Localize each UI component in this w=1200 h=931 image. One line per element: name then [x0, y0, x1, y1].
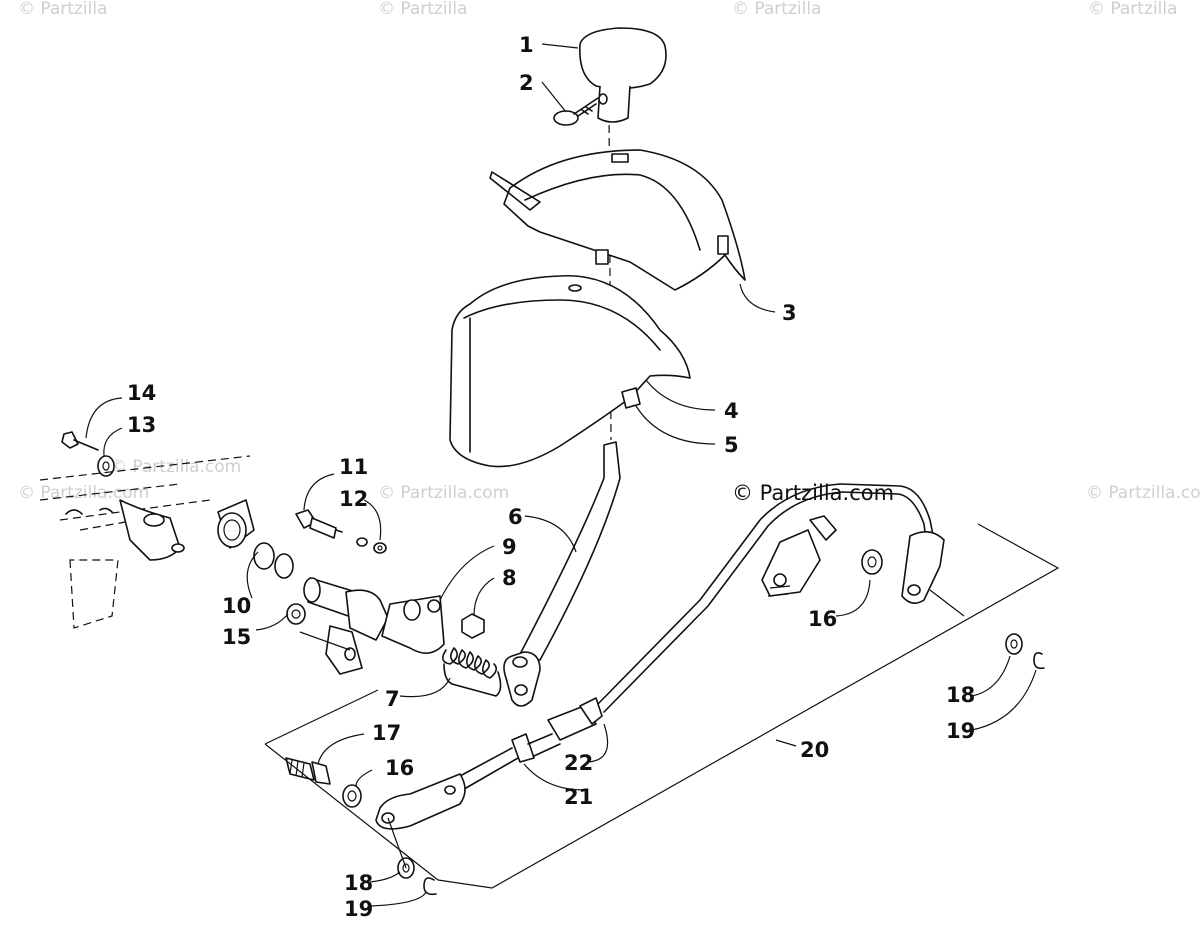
- callout-12: 12: [339, 487, 368, 511]
- shift-knob: [579, 27, 667, 123]
- spring: [442, 647, 502, 697]
- callout-19-left: 19: [344, 897, 373, 921]
- pivot-shaft-assembly: [303, 577, 445, 675]
- callout-20: 20: [800, 738, 829, 762]
- callout-10: 10: [222, 594, 251, 618]
- callout-5: 5: [724, 433, 739, 457]
- nut: [461, 613, 485, 639]
- bushing-16-right: [861, 549, 883, 575]
- callout-1: 1: [519, 33, 534, 57]
- boot-cover-upper: [489, 149, 746, 291]
- e-clip-19-right: [1033, 652, 1045, 670]
- frame-bracket: [39, 455, 251, 629]
- watermark: © Partzilla.com: [110, 457, 241, 477]
- callout-7: 7: [385, 687, 400, 711]
- callout-3: 3: [782, 301, 797, 325]
- nut-15: [286, 603, 306, 625]
- washer-18-right: [1005, 633, 1023, 655]
- callout-11: 11: [339, 455, 368, 479]
- callout-16-right: 16: [808, 607, 837, 631]
- callout-18-left: 18: [344, 871, 373, 895]
- washer: [97, 455, 115, 477]
- callout-17: 17: [372, 721, 401, 745]
- watermark: © Partzilla: [1088, 0, 1177, 19]
- washer-pair: [356, 537, 387, 554]
- watermark: © Partzilla: [378, 0, 467, 19]
- rod-end: [375, 747, 519, 830]
- leader-lines: [85, 43, 1037, 907]
- callout-4: 4: [724, 399, 739, 423]
- boot-cover-lower: [449, 274, 691, 468]
- jam-nut: [511, 733, 561, 763]
- bushing: [621, 387, 641, 409]
- watermark: © Partzilla.com: [378, 483, 509, 503]
- ball-joint: [761, 515, 837, 597]
- pivot-tube: [217, 499, 255, 549]
- assembly-outline: [264, 523, 1060, 889]
- callout-16-left: 16: [385, 756, 414, 780]
- pivot-bolt: [295, 509, 343, 539]
- callout-21: 21: [564, 785, 593, 809]
- callout-15: 15: [222, 625, 251, 649]
- callout-9: 9: [502, 535, 517, 559]
- callout-2: 2: [519, 71, 534, 95]
- shift-rod: [595, 483, 945, 713]
- callout-18-right: 18: [946, 683, 975, 707]
- e-clip-19-left: [423, 877, 437, 896]
- watermark: © Partzilla: [18, 0, 107, 19]
- callout-6: 6: [508, 505, 523, 529]
- watermark: © Partzilla: [732, 0, 821, 19]
- bolt: [61, 431, 99, 451]
- bushing-16-left: [342, 784, 362, 808]
- callout-14: 14: [127, 381, 156, 405]
- o-rings: [253, 542, 294, 579]
- turnbuckle: [547, 697, 603, 741]
- callout-19-right: 19: [946, 719, 975, 743]
- callout-13: 13: [127, 413, 156, 437]
- watermark: © Partzilla.com: [18, 483, 149, 503]
- stud: [285, 757, 331, 785]
- watermark: © Partzilla.com: [1086, 483, 1200, 503]
- shift-lever: [503, 441, 621, 707]
- callout-8: 8: [502, 566, 517, 590]
- screw: [553, 97, 599, 126]
- callout-22: 22: [564, 751, 593, 775]
